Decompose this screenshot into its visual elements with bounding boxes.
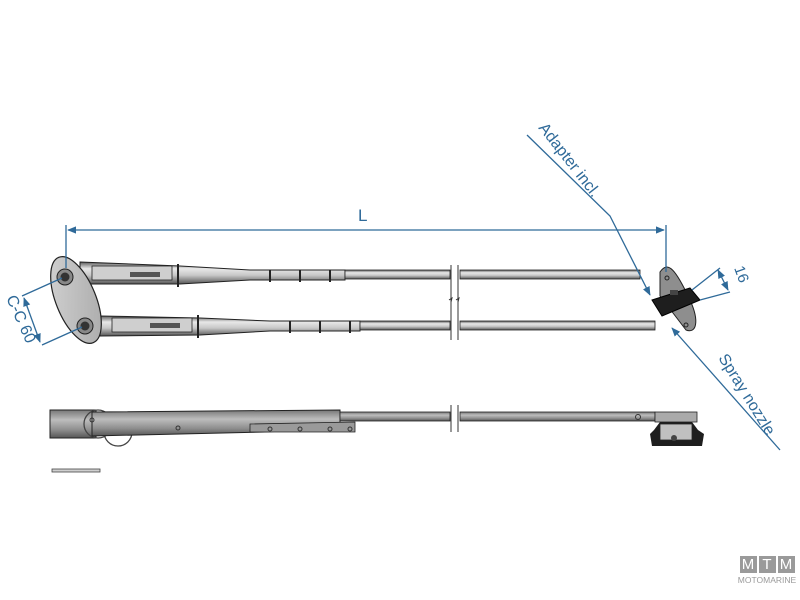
logo-text: MOTOMARINE — [737, 575, 797, 585]
top-view — [50, 256, 701, 344]
logo-letter: M — [739, 556, 757, 573]
upper-arm — [79, 261, 641, 287]
nozzle-assembly — [651, 266, 701, 332]
pivot-plate — [50, 256, 102, 344]
nozzle-width-label: 16 — [730, 264, 752, 285]
length-label: L — [358, 206, 367, 225]
center-distance-label: C-C 60 — [2, 293, 38, 346]
adapter-callout: Adapter incl. — [535, 120, 603, 201]
side-view — [49, 405, 704, 473]
dimensions — [21, 134, 781, 451]
logo-letter: T — [758, 556, 776, 573]
lower-arm — [99, 315, 656, 338]
logo-letter: M — [777, 556, 795, 573]
spray-nozzle-callout: Spray nozzle — [715, 351, 778, 439]
scale-bar — [51, 468, 101, 473]
break-mark — [448, 265, 460, 340]
